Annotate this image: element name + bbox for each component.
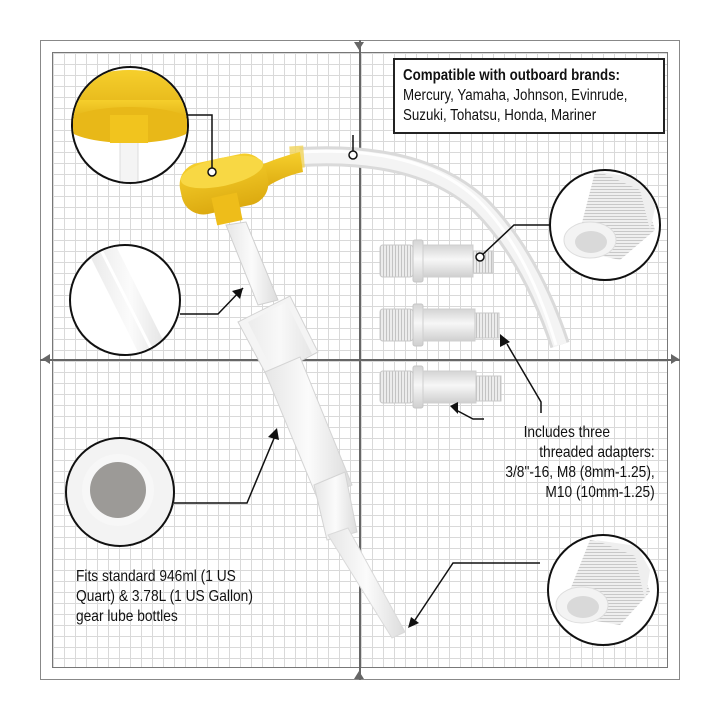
adapter-thread-detail-top — [549, 169, 661, 281]
right-marker-icon — [671, 354, 679, 364]
bottle-cap-detail — [65, 437, 175, 547]
yellow-handle-detail — [71, 66, 189, 184]
leader-lines — [174, 114, 550, 621]
fits-line-3: gear lube bottles — [76, 608, 178, 625]
fits-callout: Fits standard 946ml (1 US Quart) & 3.78L… — [76, 567, 253, 627]
adapters-line-2: threaded adapters: — [539, 444, 655, 461]
adapters-callout: Includes three threaded adapters: 3/8"-1… — [506, 423, 655, 503]
adapters-line-1: Includes three — [523, 424, 611, 441]
compatibility-callout: Compatible with outboard brands: Mercury… — [393, 58, 665, 134]
arrowheads — [232, 288, 510, 628]
bottom-marker-icon — [354, 671, 364, 679]
left-marker-icon — [42, 354, 50, 364]
adapters-line-3: 3/8"-16, M8 (8mm-1.25), — [505, 464, 655, 481]
adapters-line-4: M10 (10mm-1.25) — [545, 484, 655, 501]
compatibility-brands-line-2: Suzuki, Tohatsu, Honda, Mariner — [403, 107, 597, 124]
fits-line-1: Fits standard 946ml (1 US — [76, 568, 236, 585]
yellow-handle — [179, 152, 303, 226]
adapter-thread-detail-bottom — [547, 534, 659, 646]
top-marker-icon — [354, 42, 364, 50]
compatibility-title: Compatible with outboard brands: — [403, 67, 620, 84]
tube-detail — [69, 244, 181, 356]
compatibility-brands-line-1: Mercury, Yamaha, Johnson, Evinrude, — [403, 87, 628, 104]
horizontal-center-line — [40, 359, 680, 361]
threaded-adapters — [379, 239, 502, 409]
fits-line-2: Quart) & 3.78L (1 US Gallon) — [76, 588, 253, 605]
pump-body — [225, 221, 406, 639]
